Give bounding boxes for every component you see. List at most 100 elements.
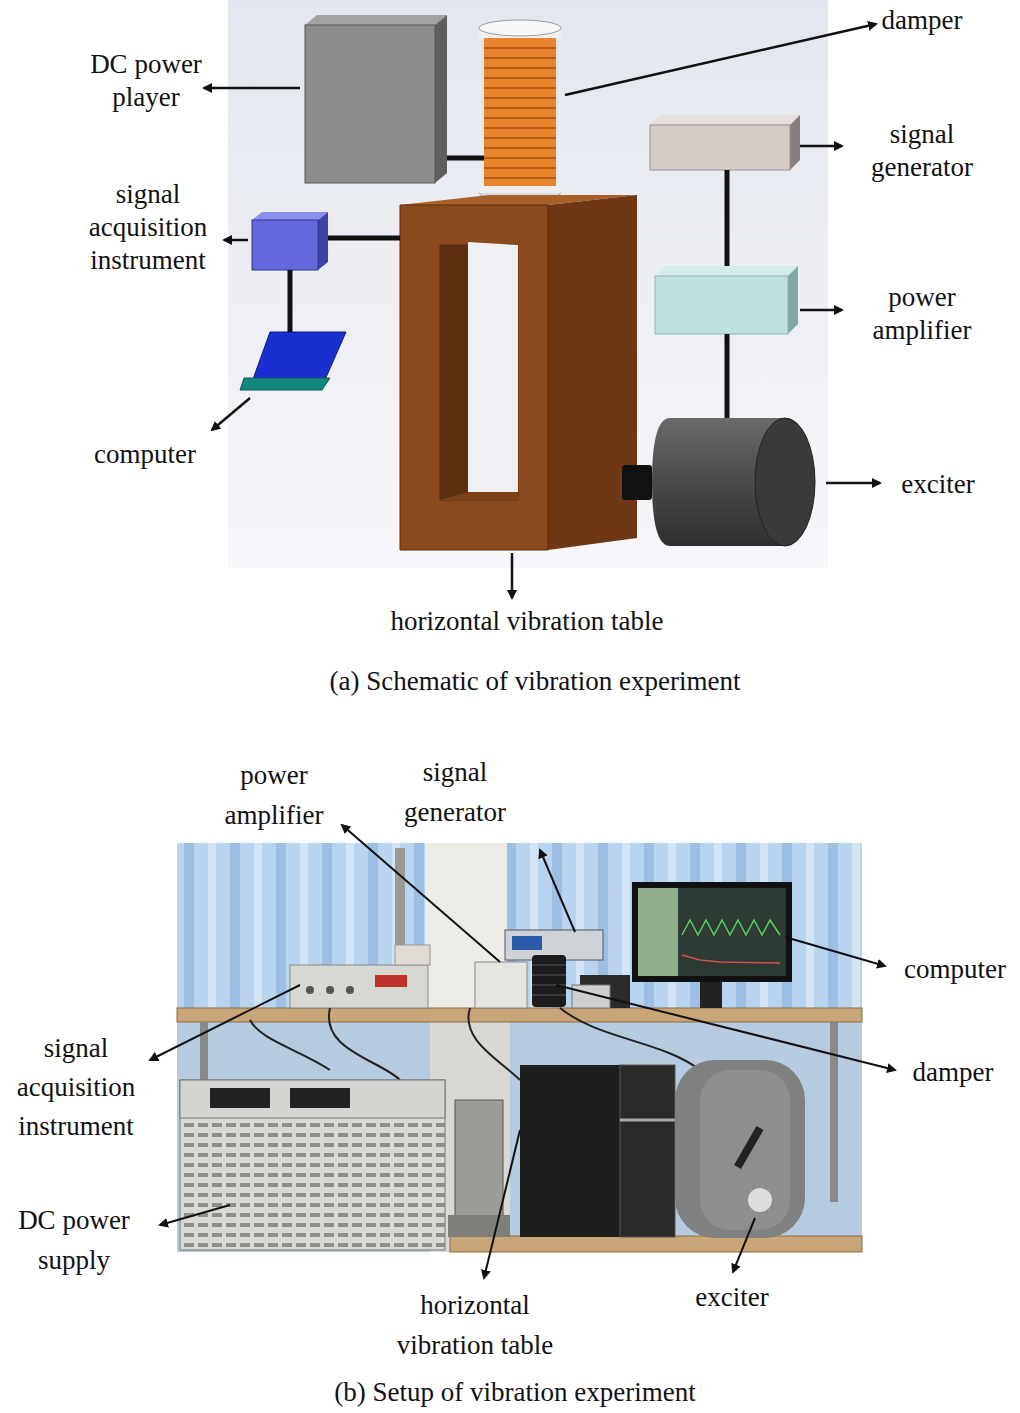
leader-arrow bbox=[204, 87, 300, 90]
gen-side bbox=[790, 115, 800, 170]
dc-supply-panel bbox=[180, 1080, 445, 1118]
damper-body bbox=[484, 38, 556, 186]
part-label: signal generator bbox=[857, 118, 987, 184]
wire bbox=[725, 334, 730, 420]
part-label: power amplifier bbox=[209, 755, 339, 835]
part-label: damper bbox=[913, 1056, 994, 1089]
wire bbox=[447, 156, 484, 161]
photo-panel bbox=[150, 825, 895, 1278]
leader-arrow bbox=[785, 937, 885, 966]
damper-cap bbox=[479, 20, 561, 36]
table-frame bbox=[620, 1065, 675, 1237]
laptop-screen bbox=[252, 332, 346, 382]
bench-leg bbox=[830, 1022, 838, 1202]
leader-arrow bbox=[540, 850, 575, 932]
damper-coils bbox=[532, 965, 566, 995]
acq-front bbox=[252, 220, 318, 270]
part-label: signal generator bbox=[390, 752, 520, 832]
screen-curve bbox=[682, 955, 780, 963]
wire bbox=[288, 270, 293, 332]
wire bbox=[725, 170, 730, 270]
screen-panel bbox=[638, 888, 678, 976]
gen-top bbox=[650, 115, 800, 125]
table-hole-floor bbox=[440, 492, 518, 500]
part-label: computer bbox=[94, 438, 196, 471]
small-device bbox=[395, 945, 430, 965]
leader-arrow bbox=[800, 145, 842, 148]
laptop-base bbox=[240, 378, 330, 390]
amp-device bbox=[475, 962, 527, 1008]
knob bbox=[306, 986, 314, 994]
part-label: signal acquisition instrument bbox=[1, 1029, 151, 1146]
schematic-panel bbox=[204, 0, 880, 598]
leader-arrow bbox=[212, 398, 250, 430]
dc-box-top bbox=[305, 15, 447, 25]
acq-display bbox=[375, 975, 407, 987]
leader-arrow bbox=[342, 825, 500, 962]
figure-caption: (b) Setup of vibration experiment bbox=[334, 1376, 695, 1409]
exciter-face bbox=[700, 1070, 790, 1230]
leader-arrow bbox=[800, 309, 842, 312]
screen-signal bbox=[682, 920, 780, 935]
wire bbox=[328, 236, 400, 241]
bench-top bbox=[177, 1008, 862, 1022]
leader-arrow bbox=[484, 1130, 520, 1278]
part-label: horizontal vibration table bbox=[391, 605, 664, 638]
amp-front bbox=[655, 276, 788, 334]
exciter-device bbox=[675, 1060, 805, 1238]
table-front bbox=[400, 205, 548, 550]
dc-display bbox=[290, 1088, 350, 1108]
table-hole-opening bbox=[468, 242, 518, 500]
part-label: damper bbox=[882, 4, 963, 37]
table-rod bbox=[620, 1119, 680, 1122]
part-label: exciter bbox=[901, 468, 974, 501]
damper-device bbox=[532, 955, 566, 1007]
dc-supply bbox=[180, 1080, 445, 1250]
pedestal-foot bbox=[448, 1215, 510, 1237]
acq-device bbox=[290, 965, 428, 1008]
part-label: exciter bbox=[695, 1281, 768, 1314]
part-label: DC power player bbox=[71, 48, 221, 114]
damper-coils bbox=[484, 48, 556, 178]
dc-display bbox=[210, 1088, 270, 1108]
amp-side bbox=[788, 266, 798, 334]
knob bbox=[326, 986, 334, 994]
leader-arrow bbox=[556, 985, 895, 1070]
monitor-stand bbox=[700, 982, 722, 1008]
part-label: power amplifier bbox=[857, 281, 987, 347]
schematic-background bbox=[228, 0, 828, 568]
part-label: DC power supply bbox=[0, 1200, 149, 1280]
curtain bbox=[177, 843, 862, 1252]
leader-arrows bbox=[150, 825, 895, 1278]
monitor-frame bbox=[632, 882, 792, 982]
part-label: signal acquisition instrument bbox=[73, 178, 223, 277]
monitor-screen bbox=[638, 888, 786, 976]
leader-arrow bbox=[565, 24, 876, 95]
leader-arrow bbox=[511, 553, 514, 598]
acq-top bbox=[252, 212, 328, 220]
part-label: computer bbox=[904, 953, 1006, 986]
leader-arrow bbox=[733, 1218, 755, 1272]
dc-box-front bbox=[305, 25, 435, 183]
exciter-logo bbox=[748, 1188, 772, 1212]
figure-caption: (a) Schematic of vibration experiment bbox=[330, 665, 741, 698]
knob bbox=[346, 986, 354, 994]
table-device bbox=[520, 1065, 620, 1237]
leader-arrow bbox=[826, 482, 880, 485]
leader-arrow bbox=[224, 239, 248, 242]
leader-arrows bbox=[204, 24, 880, 598]
gen-front bbox=[650, 125, 790, 170]
part-label: horizontal vibration table bbox=[385, 1285, 565, 1365]
base-board bbox=[450, 1236, 862, 1252]
exciter-rod bbox=[622, 465, 652, 500]
acq-side bbox=[318, 212, 328, 270]
lower-background bbox=[177, 1022, 862, 1252]
amp-top bbox=[655, 266, 798, 276]
dc-box-side bbox=[435, 15, 447, 183]
leader-arrow bbox=[150, 985, 300, 1060]
leader-arrow bbox=[160, 1205, 230, 1225]
gen-display bbox=[512, 936, 542, 950]
